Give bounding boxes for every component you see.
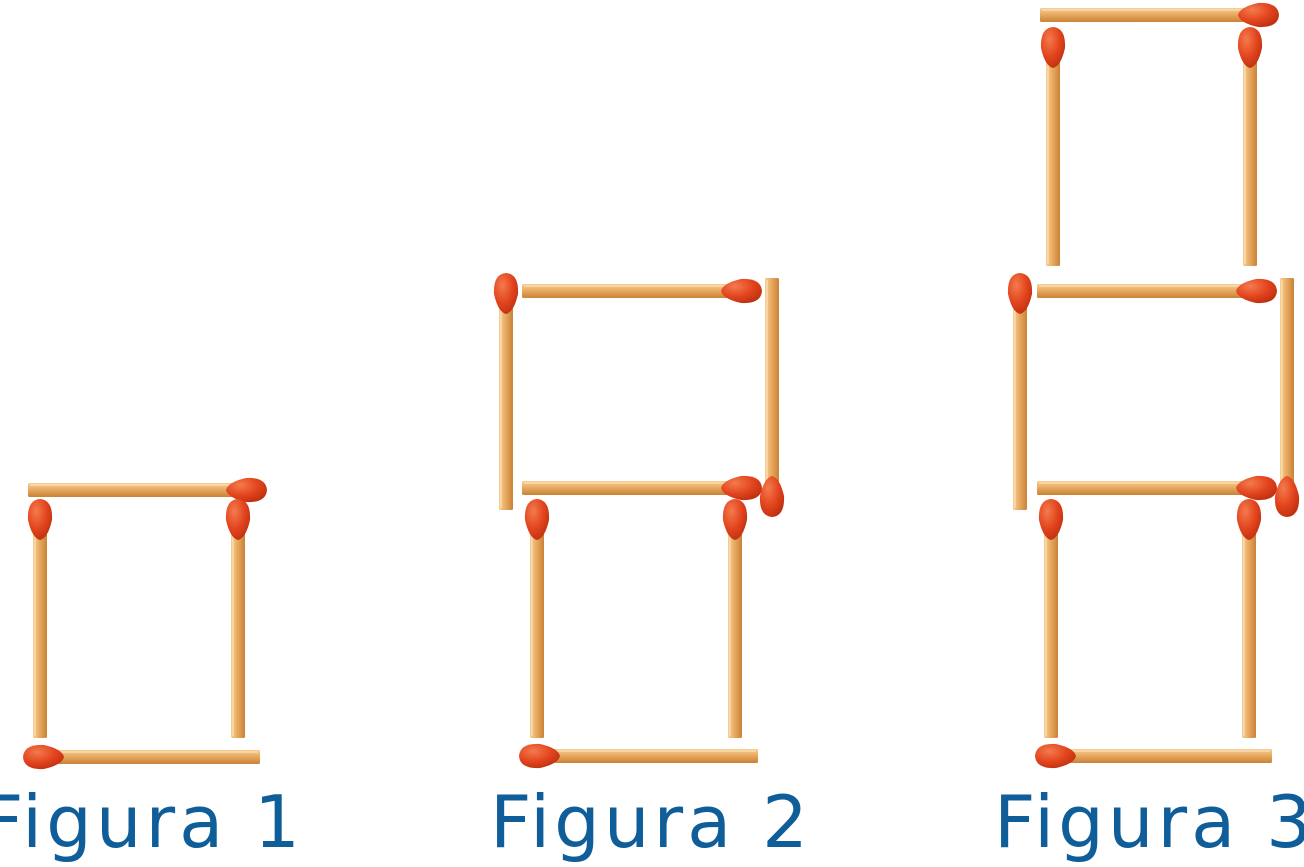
match-f2-upper-left bbox=[493, 273, 519, 510]
match-f3-top-left bbox=[1040, 27, 1066, 266]
match-f1-top bbox=[28, 477, 267, 503]
figure-3 bbox=[1007, 2, 1300, 769]
match-f3-top-right bbox=[1237, 27, 1263, 266]
match-f2-lower-left bbox=[524, 499, 550, 738]
match-f3-mid-right bbox=[1274, 278, 1300, 517]
match-f2-lower-right bbox=[722, 499, 748, 738]
figure-2-caption: Figura 2 bbox=[490, 780, 812, 864]
match-f3-top bbox=[1040, 2, 1279, 28]
match-f2-middle bbox=[522, 475, 762, 501]
match-f3-mid-left bbox=[1007, 273, 1033, 510]
match-f1-right bbox=[225, 499, 251, 738]
match-f3-bottom-right bbox=[1236, 499, 1262, 738]
match-f3-lower-middle bbox=[1037, 475, 1277, 501]
figure-1 bbox=[23, 477, 267, 770]
figure-1-caption: Figura 1 bbox=[0, 780, 304, 864]
match-f2-bottom bbox=[519, 743, 758, 769]
match-f2-top bbox=[522, 278, 762, 304]
figure-3-caption: Figura 3 bbox=[994, 780, 1304, 864]
match-f1-left bbox=[27, 499, 53, 738]
match-f1-bottom bbox=[23, 744, 260, 770]
match-f2-upper-right bbox=[759, 278, 785, 517]
match-f3-upper-middle bbox=[1037, 278, 1277, 304]
match-f3-bottom bbox=[1035, 743, 1272, 769]
figure-2 bbox=[493, 273, 785, 769]
match-f3-bottom-left bbox=[1038, 499, 1064, 738]
